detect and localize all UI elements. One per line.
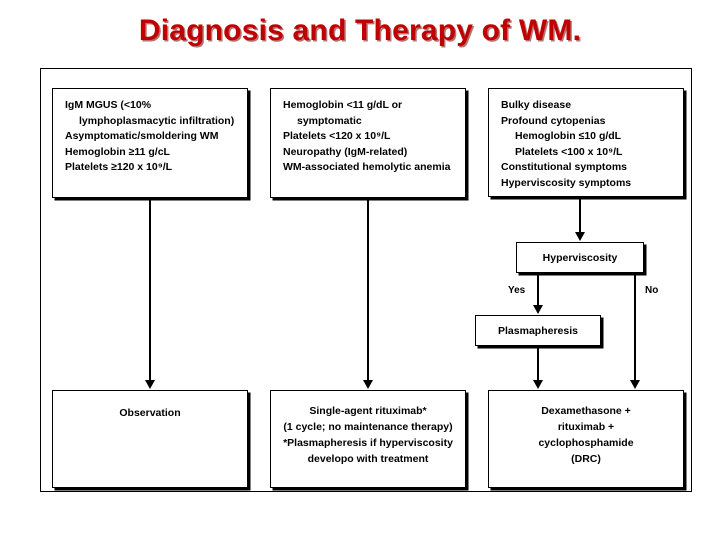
criteria-line: Bulky disease: [501, 99, 572, 111]
treatment-line: rituximab +: [557, 421, 615, 433]
connector-yes-to-plasmapheresis: [537, 274, 539, 307]
criteria-lines-aggressive: Bulky disease Profound cytopenias Hemogl…: [501, 98, 683, 191]
treatment-lines-rituximab: Single-agent rituximab* (1 cycle; no mai…: [271, 391, 465, 467]
treatment-lines-drc: Dexamethasone + rituximab + cyclophospha…: [489, 391, 683, 467]
criteria-lines-symptomatic: Hemoglobin <11 g/dL or symptomatic Plate…: [283, 98, 465, 176]
treatment-box-observation: Observation: [52, 390, 248, 488]
connector-plasmapheresis-to-drc: [537, 347, 539, 382]
criteria-lines-indolent: IgM MGUS (<10% lymphoplasmacytic infiltr…: [65, 98, 247, 176]
treatment-line: cyclophosphamide: [538, 437, 634, 449]
branch-label-yes: Yes: [508, 285, 526, 296]
arrowhead-icon: [533, 380, 543, 389]
treatment-line: developo with treatment: [307, 453, 429, 465]
treatment-box-rituximab: Single-agent rituximab* (1 cycle; no mai…: [270, 390, 466, 488]
criteria-line: Hyperviscosity symptoms: [501, 176, 632, 189]
process-label: Plasmapheresis: [498, 324, 578, 337]
criteria-box-symptomatic: Hemoglobin <11 g/dL or symptomatic Plate…: [270, 88, 466, 198]
criteria-line: Hemoglobin <11 g/dL or: [283, 99, 403, 111]
criteria-box-indolent: IgM MGUS (<10% lymphoplasmacytic infiltr…: [52, 88, 248, 198]
criteria-line: Platelets <100 x 10⁹/L: [515, 145, 623, 158]
treatment-line: Single-agent rituximab*: [309, 405, 427, 417]
treatment-line: *Plasmapheresis if hyperviscosity: [283, 437, 453, 449]
arrowhead-icon: [575, 232, 585, 241]
criteria-line: Constitutional symptoms: [501, 161, 628, 173]
connector-aggressive-to-hyperviscosity: [579, 198, 581, 234]
process-box-plasmapheresis: Plasmapheresis: [475, 315, 601, 346]
criteria-line: IgM MGUS (<10%: [65, 99, 152, 111]
decision-box-hyperviscosity: Hyperviscosity: [516, 242, 644, 273]
arrowhead-icon: [145, 380, 155, 389]
treatment-box-drc: Dexamethasone + rituximab + cyclophospha…: [488, 390, 684, 488]
criteria-line: symptomatic: [297, 114, 362, 127]
criteria-line: Neuropathy (IgM-related): [283, 145, 408, 158]
page-title: Diagnosis and Therapy of WM.: [138, 14, 582, 47]
treatment-lines-observation: Observation: [53, 391, 247, 421]
decision-label: Hyperviscosity: [542, 251, 618, 264]
criteria-line: Asymptomatic/smoldering WM: [65, 130, 219, 142]
connector-indolent-to-observation: [149, 199, 151, 382]
treatment-line: (1 cycle; no maintenance therapy): [283, 421, 453, 433]
criteria-line: Hemoglobin ≥11 g/cL: [65, 145, 170, 158]
criteria-line: Platelets ≥120 x 10⁹/L: [65, 161, 173, 173]
treatment-line: (DRC): [571, 453, 601, 465]
criteria-line: lymphoplasmacytic infiltration): [79, 114, 235, 127]
connector-no-to-drc: [634, 274, 636, 382]
arrowhead-icon: [630, 380, 640, 389]
criteria-box-aggressive: Bulky disease Profound cytopenias Hemogl…: [488, 88, 684, 197]
arrowhead-icon: [533, 305, 543, 314]
connector-symptomatic-to-rituximab: [367, 199, 369, 382]
criteria-line: Hemoglobin ≤10 g/dL: [515, 130, 622, 142]
treatment-line: Observation: [119, 407, 181, 419]
treatment-line: Dexamethasone +: [541, 405, 631, 417]
criteria-line: Platelets <120 x 10⁹/L: [283, 130, 391, 142]
arrowhead-icon: [363, 380, 373, 389]
criteria-line: WM-associated hemolytic anemia: [283, 161, 451, 173]
branch-label-no: No: [645, 285, 659, 296]
criteria-line: Profound cytopenias: [501, 114, 606, 127]
